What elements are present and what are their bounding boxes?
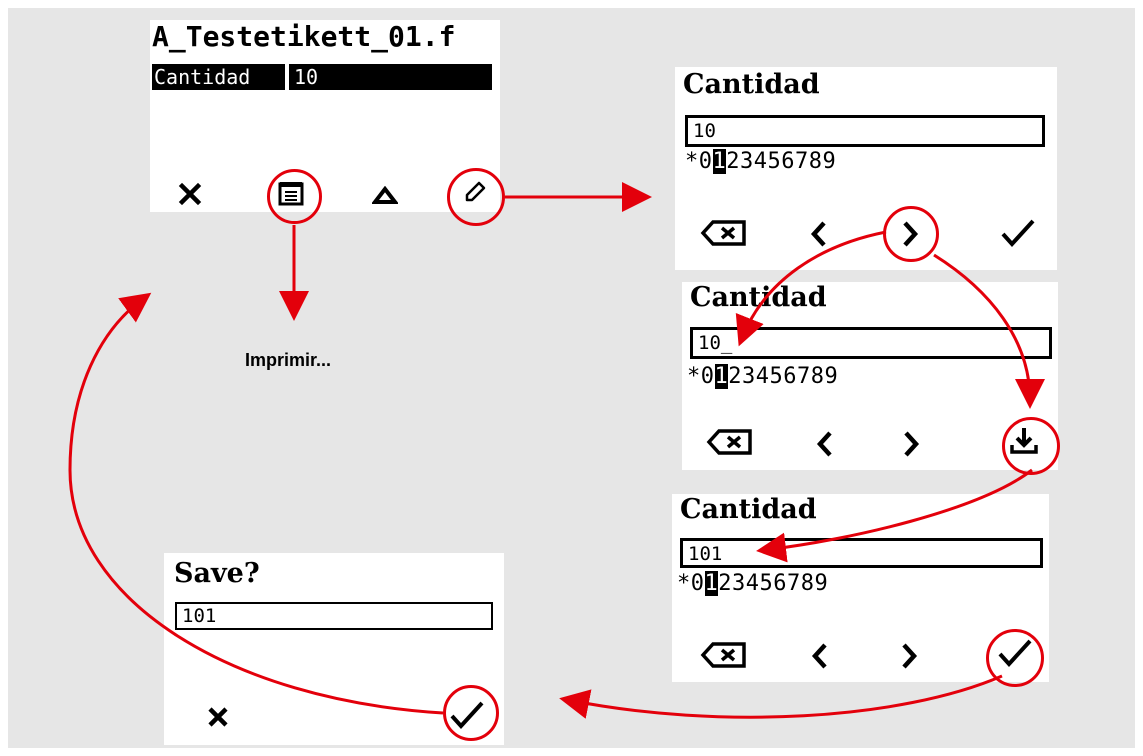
highlight-print-button <box>267 169 322 224</box>
print-caption: Imprimir... <box>245 350 332 370</box>
chevron-right-icon[interactable] <box>899 642 919 670</box>
quantity-field-value: 101 <box>688 543 723 565</box>
digit-selector[interactable]: *0123456789 <box>685 149 836 174</box>
digit-selected: 1 <box>704 571 719 596</box>
digit-selector[interactable]: *0123456789 <box>687 364 838 389</box>
screen-save: Save? 101 <box>164 553 504 745</box>
highlight-confirm-button <box>986 629 1044 687</box>
arrow-next-to-cursor <box>735 230 887 347</box>
close-icon[interactable] <box>206 705 230 729</box>
save-value: 101 <box>182 605 217 627</box>
highlight-next-button <box>883 206 939 262</box>
arrow-save-to-main <box>68 292 444 715</box>
checkmark-icon[interactable] <box>1000 217 1036 249</box>
highlight-edit-button <box>447 168 505 226</box>
digit-selector[interactable]: *0123456789 <box>677 571 828 596</box>
quantity-field-value: 10_ <box>698 332 733 354</box>
arrow-insert-to-value <box>756 468 1033 563</box>
edit-title: Cantidad <box>683 69 820 100</box>
digit-prefix: *0 <box>685 149 713 174</box>
chevron-left-icon[interactable] <box>810 642 830 670</box>
arrow-next-to-insert <box>933 253 1045 409</box>
save-value-field[interactable]: 101 <box>175 602 493 630</box>
digit-suffix: 23456789 <box>726 149 837 174</box>
digit-suffix: 23456789 <box>718 571 829 596</box>
quantity-row[interactable]: Cantidad 10 <box>152 64 492 90</box>
backspace-icon[interactable] <box>706 428 754 456</box>
quantity-field-value: 10 <box>693 120 716 142</box>
up-triangle-icon[interactable] <box>372 186 398 206</box>
quantity-field[interactable]: 101 <box>680 538 1043 568</box>
screen-edit-1: Cantidad 10 *0123456789 <box>675 67 1057 270</box>
backspace-icon[interactable] <box>700 641 748 669</box>
chevron-left-icon[interactable] <box>809 220 829 248</box>
highlight-insert-button <box>1002 417 1060 475</box>
digit-selected: 1 <box>712 149 727 174</box>
quantity-field[interactable]: 10 <box>685 115 1045 147</box>
edit-title: Cantidad <box>680 494 817 525</box>
digit-prefix: *0 <box>677 571 705 596</box>
arrow-confirm-to-save <box>559 674 1003 719</box>
chevron-right-icon[interactable] <box>901 430 921 458</box>
screen-main: A_Testetikett_01.f Cantidad 10 <box>150 20 500 212</box>
digit-selected: 1 <box>714 364 729 389</box>
quantity-label: Cantidad <box>154 65 251 89</box>
backspace-icon[interactable] <box>700 219 748 247</box>
quantity-value: 10 <box>294 65 319 89</box>
quantity-separator <box>285 64 289 90</box>
highlight-save-confirm <box>443 685 499 741</box>
save-title: Save? <box>174 558 260 589</box>
label-filename: A_Testetikett_01.f <box>152 20 456 53</box>
chevron-left-icon[interactable] <box>815 430 835 458</box>
digit-suffix: 23456789 <box>728 364 839 389</box>
close-icon[interactable] <box>178 182 202 206</box>
digit-prefix: *0 <box>687 364 715 389</box>
